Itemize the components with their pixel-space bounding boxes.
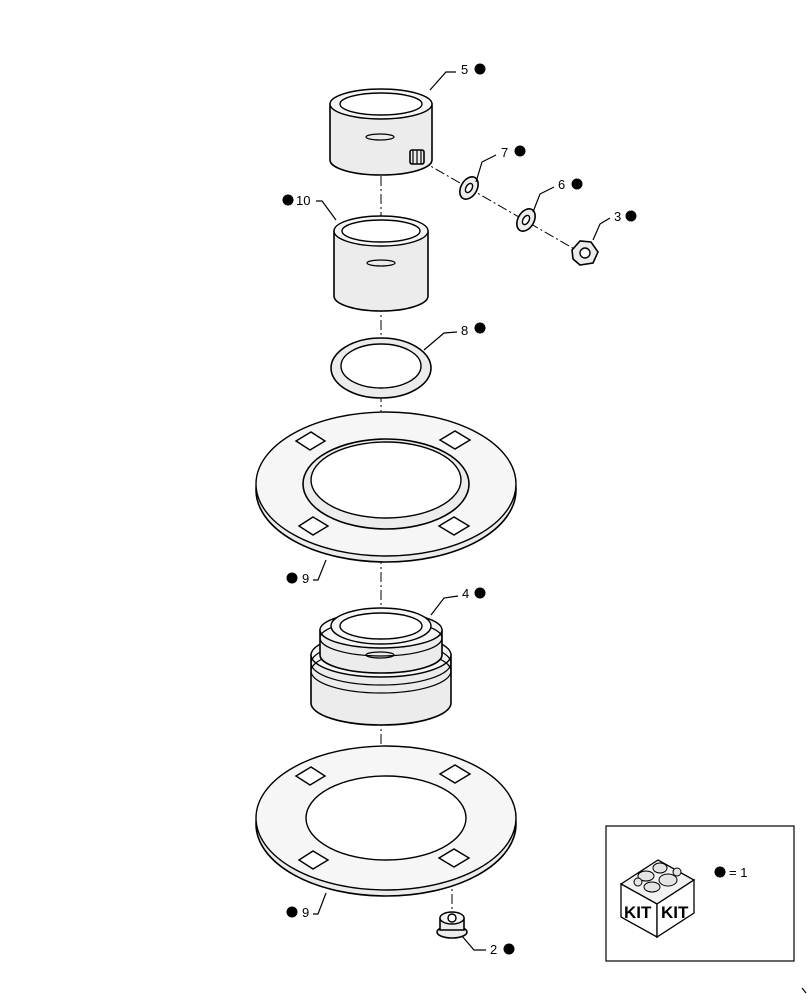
callout-6-dot <box>571 178 583 190</box>
callout-9-lower-dot <box>286 906 298 918</box>
part-2-flange-nut <box>436 911 468 939</box>
part-7-washer <box>459 176 479 200</box>
callout-4: 4 <box>430 586 486 616</box>
callout-5: 5 <box>429 62 486 91</box>
callout-10-dot <box>282 194 294 206</box>
part-8-ring <box>330 337 432 399</box>
part-9-lower-flange <box>255 745 517 897</box>
part-6-lock-washer <box>516 208 536 232</box>
callout-7-dot <box>514 145 526 157</box>
corner-mark <box>801 987 807 994</box>
part-5-collar <box>329 88 433 176</box>
callout-2-dot <box>503 943 515 955</box>
callout-8-dot <box>474 322 486 334</box>
part-3-nut <box>571 240 599 266</box>
part-10-bushing <box>333 215 429 312</box>
kit-box-icon: KIT KIT <box>619 859 696 939</box>
callout-4-dot <box>474 587 486 599</box>
callout-9-upper-dot <box>286 572 298 584</box>
callout-7-label: 7 <box>501 145 508 160</box>
callout-2: 2 <box>461 935 515 957</box>
callout-6: 6 <box>532 177 583 213</box>
callout-2-label: 2 <box>490 942 497 957</box>
callout-8-label: 8 <box>461 323 468 338</box>
callout-5-dot <box>474 63 486 75</box>
callout-10-label: 10 <box>296 193 310 208</box>
callout-4-label: 4 <box>462 586 469 601</box>
kit-label-left: KIT <box>624 903 652 922</box>
callout-3: 3 <box>592 209 637 241</box>
part-9-upper-flange <box>255 411 517 563</box>
callout-7: 7 <box>475 145 526 183</box>
callout-9-upper-label: 9 <box>302 571 309 586</box>
kit-legend: KIT KIT = 1 <box>605 825 795 962</box>
part-4-bearing <box>310 607 452 726</box>
callout-5-label: 5 <box>461 62 468 77</box>
callout-8: 8 <box>423 322 486 351</box>
callout-3-dot <box>625 210 637 222</box>
callout-10: 10 <box>282 193 337 221</box>
bolt-axis-line <box>419 159 591 259</box>
legend-dot <box>714 866 726 878</box>
callout-6-label: 6 <box>558 177 565 192</box>
kit-label-right: KIT <box>661 903 689 922</box>
legend-equals-text: = 1 <box>729 865 747 880</box>
callout-9-lower-label: 9 <box>302 905 309 920</box>
callout-3-label: 3 <box>614 209 621 224</box>
callout-9-lower: 9 <box>286 892 327 920</box>
callout-9-upper: 9 <box>286 559 327 586</box>
